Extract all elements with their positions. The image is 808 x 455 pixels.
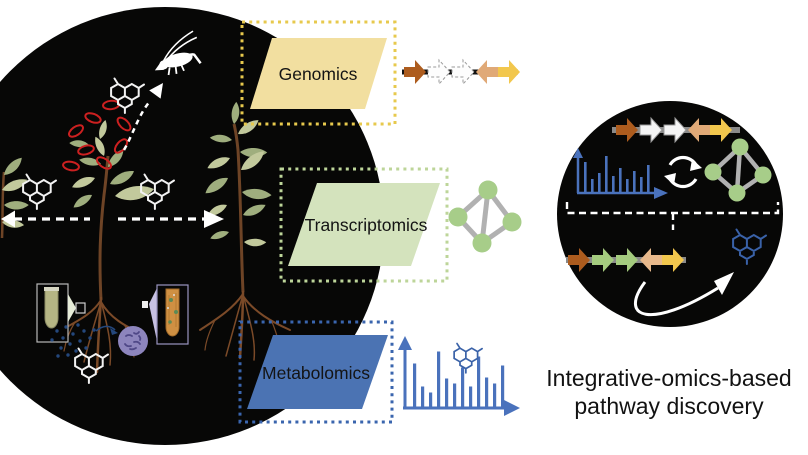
tile-transcriptomics: Transcriptomics — [279, 167, 449, 283]
coexpression-network-icon — [448, 180, 522, 253]
integrated-gene-arrows-top — [612, 117, 740, 143]
gene-cluster-arrows-icon — [402, 59, 520, 85]
test-tube-callout — [36, 283, 86, 343]
root-microbiome-icon — [118, 326, 148, 356]
genes-to-molecule-arrow — [633, 272, 734, 317]
tile-genomics: Genomics — [240, 20, 397, 126]
grasshopper-icon — [154, 30, 202, 76]
candidate-gene-arrows-bottom — [566, 248, 686, 272]
root-tip-zoom-callout — [142, 284, 189, 345]
caption: Integrative-omics-based pathway discover… — [546, 365, 791, 419]
brace-bracket-icon — [565, 202, 780, 230]
mass-spectrum-icon — [398, 336, 520, 416]
dots-to-microbes-arrow — [95, 325, 118, 335]
tile-genomics-label: Genomics — [279, 64, 358, 84]
right-plant-roots — [199, 290, 291, 361]
exudate-dots-icon — [50, 323, 96, 358]
caption-line-2: pathway discovery — [574, 393, 764, 419]
tile-metabolomics: Metabolomics — [238, 320, 394, 424]
integrated-network-icon — [704, 138, 772, 202]
left-edge-plant — [0, 156, 30, 239]
right-plant — [202, 101, 273, 293]
plant-signal-arrows — [1, 210, 224, 228]
volatile-emission-arrow — [122, 83, 163, 151]
integration-cycle-icon — [664, 155, 702, 189]
tile-transcriptomics-label: Transcriptomics — [305, 215, 428, 235]
tile-metabolomics-label: Metabolomics — [262, 363, 370, 383]
integrated-spectrum-icon — [573, 148, 668, 199]
caption-line-1: Integrative-omics-based — [546, 365, 791, 391]
